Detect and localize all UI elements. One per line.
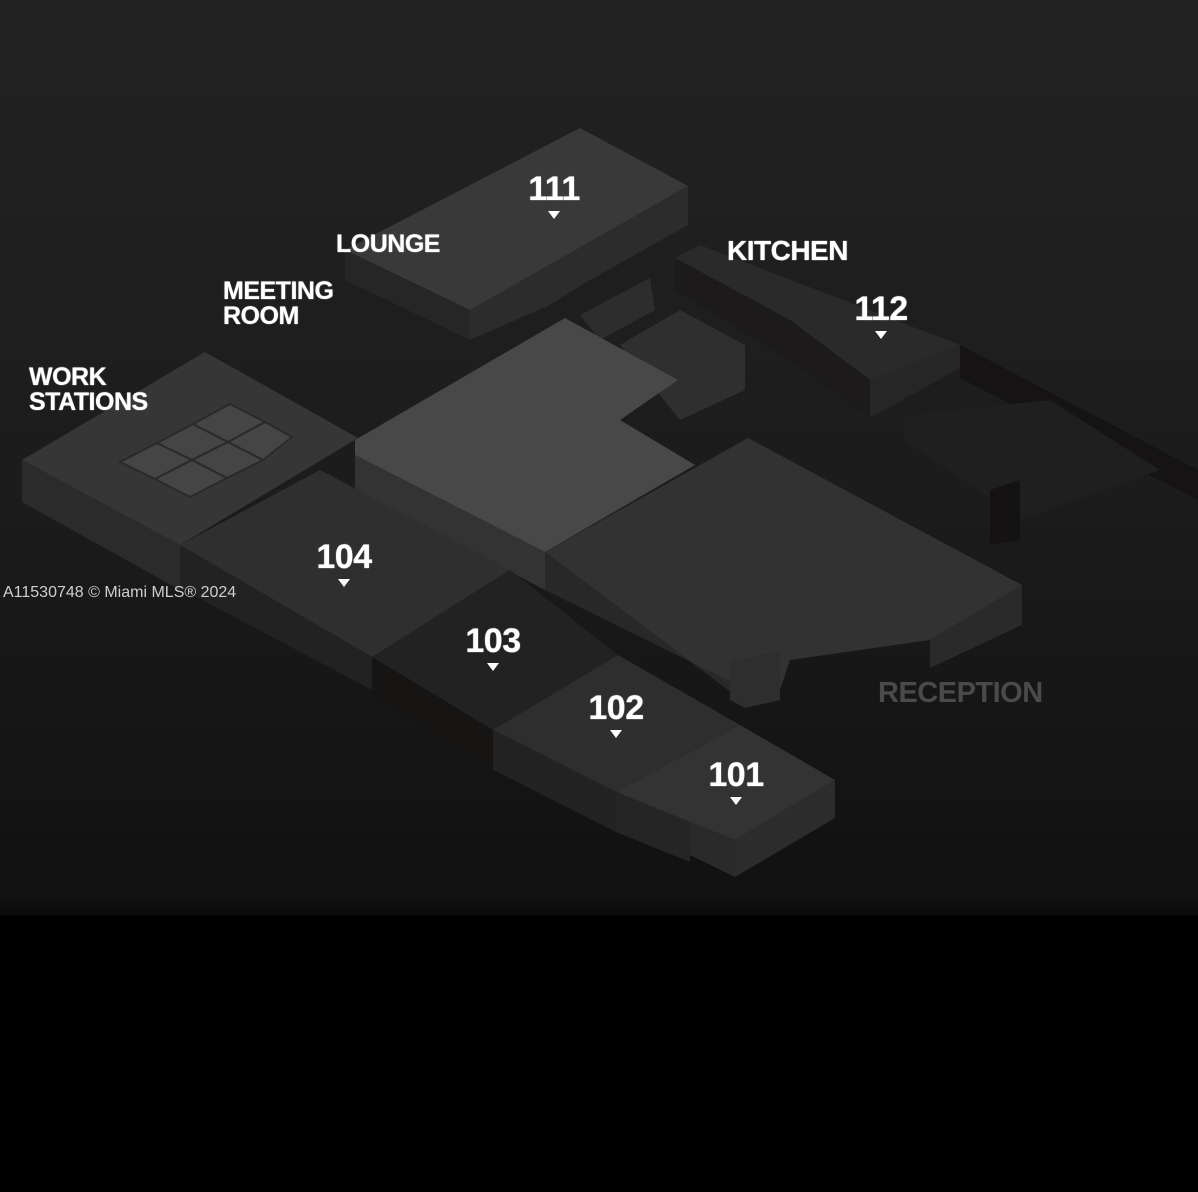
block-112 — [675, 245, 1198, 545]
block-111 — [345, 128, 688, 340]
triangle-marker-icon — [875, 331, 887, 339]
room-102: 102 — [566, 690, 666, 738]
triangle-marker-icon — [338, 579, 350, 587]
room-104: 104 — [294, 539, 394, 587]
room-number: 101 — [708, 756, 764, 794]
label-work-stations-line1: WORK — [29, 363, 107, 391]
room-number: 112 — [854, 290, 908, 328]
label-reception: RECEPTION — [878, 677, 1043, 709]
label-meeting-room-line1: MEETING — [223, 277, 334, 305]
triangle-marker-icon — [548, 211, 560, 219]
block-central — [355, 318, 695, 590]
label-meeting-room-line2: ROOM — [223, 302, 299, 330]
workstation-desks — [117, 402, 294, 499]
room-number: 104 — [316, 538, 372, 576]
label-meeting-room: MEETING ROOM — [223, 277, 334, 330]
room-number: 102 — [588, 689, 644, 727]
block-reception — [545, 438, 1022, 708]
room-103: 103 — [443, 623, 543, 671]
label-work-stations-line2: STATIONS — [29, 388, 148, 416]
block-102 — [493, 655, 740, 832]
room-number: 111 — [528, 170, 580, 208]
block-101 — [616, 725, 835, 877]
room-101: 101 — [686, 757, 786, 805]
label-work-stations: WORK STATIONS — [29, 365, 148, 415]
room-112: 112 — [831, 291, 931, 339]
label-kitchen: KITCHEN — [727, 235, 848, 266]
label-lounge: LOUNGE — [336, 230, 440, 258]
watermark: A11530748 © Miami MLS® 2024 — [3, 584, 237, 601]
triangle-marker-icon — [730, 797, 742, 805]
room-number: 103 — [465, 622, 521, 660]
block-103 — [372, 570, 618, 770]
block-104 — [180, 470, 510, 690]
triangle-marker-icon — [610, 730, 622, 738]
room-111: 111 — [504, 171, 604, 219]
triangle-marker-icon — [487, 663, 499, 671]
